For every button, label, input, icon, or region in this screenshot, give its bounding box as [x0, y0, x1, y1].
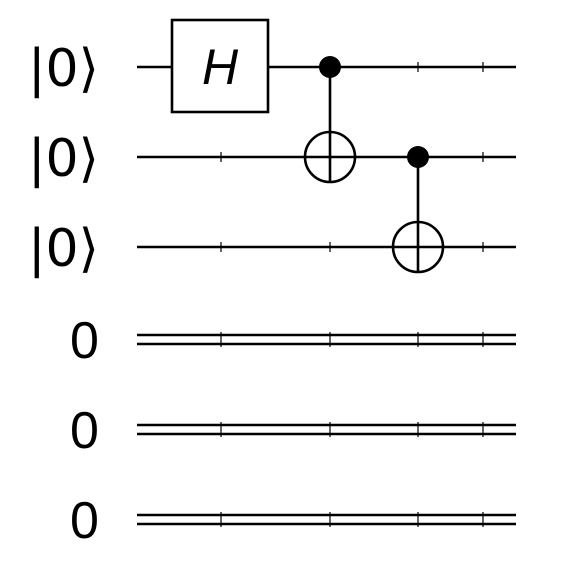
qubit-labels: |0⟩ |0⟩ |0⟩ — [28, 39, 99, 279]
cnot-gate-q0-q1 — [303, 56, 357, 184]
cbit-2-label: 0 — [70, 492, 99, 550]
qubit-1-label: |0⟩ — [28, 129, 99, 189]
cnot-1-control-dot — [319, 56, 341, 78]
hadamard-gate: H — [170, 18, 270, 114]
qubit-0-label: |0⟩ — [28, 39, 99, 99]
cnot-gate-q1-q2 — [391, 146, 445, 274]
classical-bit-labels: 0 0 0 — [70, 312, 99, 550]
qubit-2-label: |0⟩ — [28, 219, 99, 279]
cbit-2-wire — [137, 513, 516, 526]
classical-wires — [137, 333, 516, 526]
cbit-1-wire — [137, 423, 516, 436]
cbit-0-wire — [137, 333, 516, 346]
cbit-1-label: 0 — [70, 402, 99, 460]
column-ticks — [220, 62, 484, 527]
hadamard-gate-label: H — [202, 39, 239, 95]
cnot-2-control-dot — [407, 146, 429, 168]
cbit-0-label: 0 — [70, 312, 99, 370]
